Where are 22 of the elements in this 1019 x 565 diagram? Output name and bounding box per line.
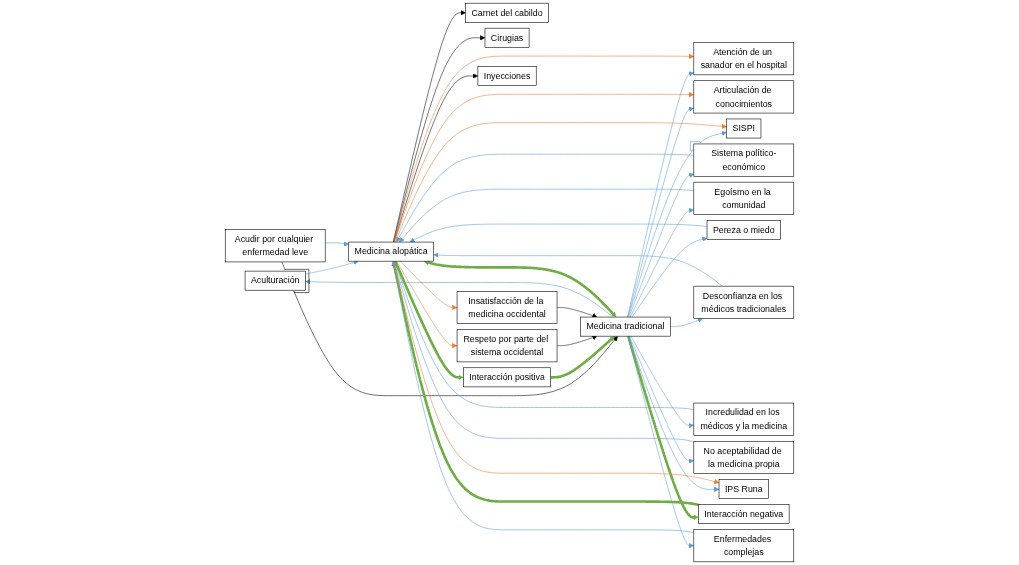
node-box: Sistema político-económico xyxy=(693,143,795,177)
node-box: Interacción negativa xyxy=(698,504,790,524)
node-box: SISPI xyxy=(726,118,762,139)
node-box: Aculturación xyxy=(244,270,306,291)
node-box: Cirugias xyxy=(484,27,530,48)
node-box: No aceptabilidad de la medicina propia xyxy=(693,440,795,474)
node-box: Pereza o miedo xyxy=(706,220,781,240)
node-box: Acudir por cualquier enfermedad leve xyxy=(224,229,326,263)
node-box: Carnet del cabildo xyxy=(465,2,549,23)
node-box: Medicina alopática xyxy=(348,241,434,262)
node-box: Respeto por parte del sistema occidental xyxy=(456,329,558,363)
node-box: IPS Runa xyxy=(718,479,769,499)
node-box: Articulación de conocimientos xyxy=(693,80,795,114)
node-box: Interacción positiva xyxy=(463,367,551,388)
node-box: Desconfianza en los médicos tradicionales xyxy=(693,285,795,319)
node-box: Atención de un sanador en el hospital xyxy=(693,42,795,76)
node-box: Inyecciones xyxy=(477,66,537,86)
node-box: Medicina tradicional xyxy=(580,316,671,337)
node-box: Incredulidad en los médicos y la medicina xyxy=(693,402,795,436)
node-box: Insatisfacción de la medicina occidental xyxy=(456,291,558,324)
node-box: Egoísmo en la comunidad xyxy=(693,181,795,215)
node-box: Enfermedades complejas xyxy=(693,529,795,563)
